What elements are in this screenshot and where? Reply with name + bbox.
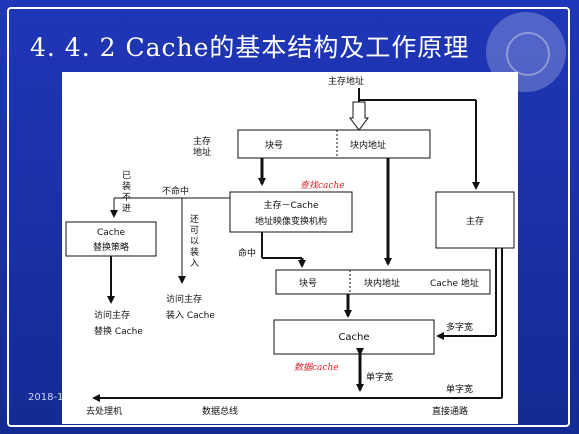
label-hit: 命中 <box>238 247 256 259</box>
replacement-line-2: 替换策略 <box>93 241 129 253</box>
field-block-number: 块号 <box>265 139 283 151</box>
label-cache-address: Cache 地址 <box>430 277 479 289</box>
label-miss: 不命中 <box>162 185 189 197</box>
replacement-policy-box <box>65 221 157 257</box>
replacement-line-1: Cache <box>97 228 125 238</box>
slide-title: 4. 4. 2 Cache的基本结构及工作原理 <box>30 33 470 62</box>
hollow-arrow-icon <box>349 101 369 131</box>
label-access-main-1: 访问主存 <box>94 309 130 321</box>
cache-box <box>273 319 435 355</box>
label-data-bus: 数据总线 <box>202 405 238 417</box>
field-intra-block-address: 块内地址 <box>350 139 386 151</box>
main-memory-box <box>435 191 515 249</box>
slide-date: 2018-1 <box>28 392 64 403</box>
main-memory-label: 主存 <box>466 215 484 227</box>
cache-structure-diagram: 主存地址 主存地址 块号 块内地址 主存－Cache 地址映像变换机构 查找ca… <box>65 75 515 417</box>
diagram-panel: 主存地址 主存地址 块号 块内地址 主存－Cache 地址映像变换机构 查找ca… <box>62 72 518 424</box>
mapping-line-2: 地址映像变换机构 <box>255 215 327 227</box>
label-multi-word: 多字宽 <box>446 321 473 333</box>
slide-frame <box>7 7 570 427</box>
label-loadable: 还可以装入 <box>190 213 199 269</box>
cache-label: Cache <box>338 332 369 343</box>
address-mapping-unit <box>229 191 353 233</box>
label-to-processor: 去处理机 <box>86 405 122 417</box>
label-access-main-2: 替换 Cache <box>94 325 143 337</box>
field-intra-block-address-2: 块内地址 <box>364 277 400 289</box>
note-search-cache: 查找cache <box>300 180 345 191</box>
label-main-address-top: 主存地址 <box>328 75 364 87</box>
label-access-load-1: 访问主存 <box>166 293 202 305</box>
label-direct-path: 直接通路 <box>432 405 468 417</box>
mapping-line-1: 主存－Cache <box>264 199 319 211</box>
label-single-word-2: 单字宽 <box>446 383 473 395</box>
label-single-word-1: 单字宽 <box>366 371 393 383</box>
main-address-register <box>237 129 431 159</box>
label-main-address-side: 主存地址 <box>193 135 211 158</box>
note-data-cache: 数据cache <box>294 362 339 373</box>
label-not-loaded: 已装不进 <box>122 170 131 214</box>
field-block-number-2: 块号 <box>299 277 317 289</box>
label-access-load-2: 装入 Cache <box>166 309 215 321</box>
cache-address-register <box>275 269 491 295</box>
